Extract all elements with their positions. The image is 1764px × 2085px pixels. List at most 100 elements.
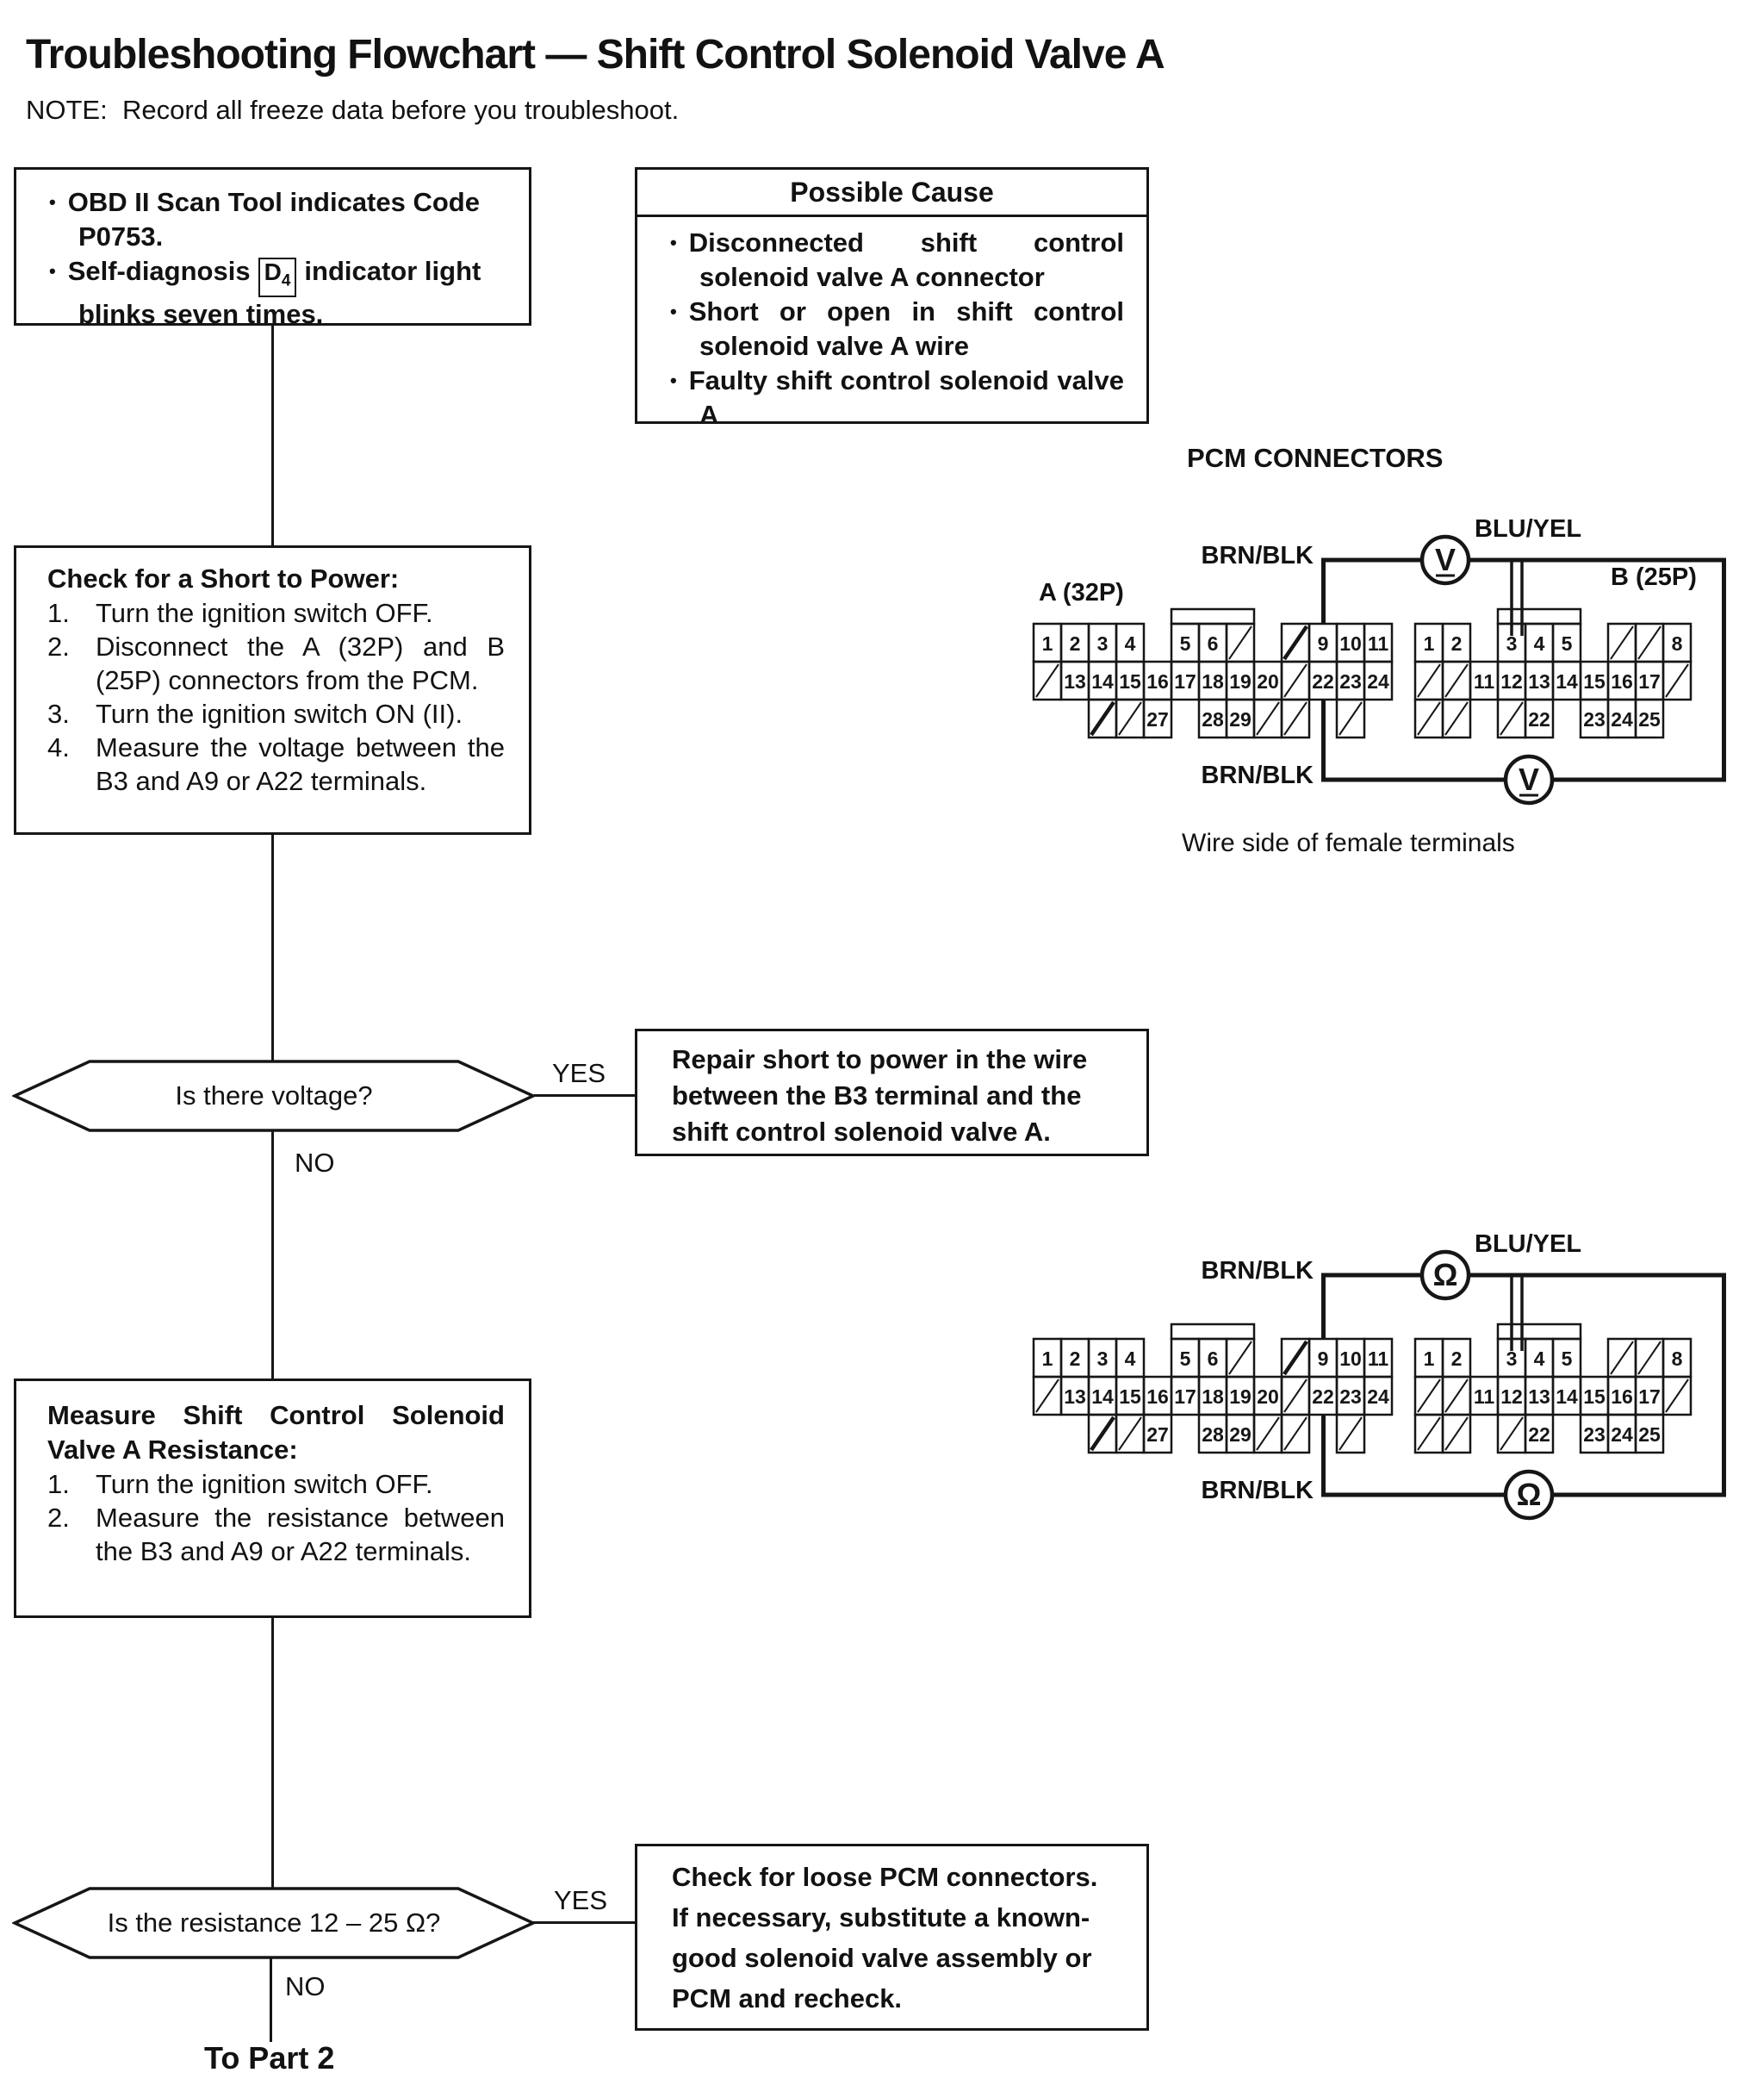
connector-b-pin-cell [1441, 1337, 1472, 1379]
connector-b-pin-cell [1606, 1413, 1637, 1454]
no-pin-hatch-icon [1283, 1340, 1308, 1376]
connector-a-pin-cell [1307, 622, 1339, 663]
check-short-step: 1.Turn the ignition switch OFF. [47, 598, 433, 628]
no-pin-hatch-icon [1118, 1416, 1142, 1451]
connector-b-pin-number: 12 [1500, 670, 1523, 693]
connector-a-pin-number: 29 [1229, 708, 1252, 731]
connector-b-pin-cell [1469, 660, 1500, 701]
check-short-step: 4.Measure the voltage between the B3 and… [47, 732, 505, 796]
measure-resistance-box: Measure Shift Control Solenoid Valve A R… [14, 1379, 531, 1618]
possible-cause-item: •Faulty shift control solenoid valve A [670, 365, 1124, 424]
connector-b-pin-cell [1551, 1375, 1582, 1416]
connector-b-pin-cell [1606, 1337, 1637, 1379]
symptom-item: •OBD II Scan Tool indicates Code P0753. [49, 187, 480, 252]
wire-label-blu-yel-2: BLU/YEL [1475, 1230, 1582, 1258]
connector-a-pin-cell [1280, 1337, 1311, 1379]
flow-line-yes2 [531, 1921, 636, 1924]
connector-b-pin-number: 12 [1500, 1385, 1523, 1408]
connector-a-pin-number: 13 [1064, 1385, 1086, 1408]
connector-b-pin-cell [1579, 698, 1610, 739]
connector-a-pin-cell [1225, 1413, 1256, 1454]
connector-a-pin-cell [1335, 698, 1366, 739]
connector-a-pin-number: 10 [1339, 1347, 1362, 1370]
meter-symbol: V [1435, 542, 1456, 577]
no-pin-hatch-icon [1500, 701, 1524, 736]
connector-b-pin-cell [1496, 1413, 1527, 1454]
connector-b-pin-cell [1524, 622, 1555, 663]
connector-a-pin-cell [1142, 1413, 1173, 1454]
d4-indicator-badge: D4 [258, 258, 297, 297]
no-pin-hatch-icon [1637, 626, 1662, 660]
possible-cause-item: •Short or open in shift control solenoid… [670, 296, 1124, 361]
connector-a-pin-cell [1032, 1375, 1063, 1416]
connector-a-pin-cell [1363, 1375, 1394, 1416]
flow-line-decision2-to-part2 [270, 1957, 272, 2042]
connector-a-pin-cell [1280, 1413, 1311, 1454]
no-pin-hatch-icon [1339, 1416, 1363, 1451]
connector-a-pin-cell [1252, 1413, 1283, 1454]
connector-b-pin-number: 5 [1562, 1347, 1573, 1370]
connector-a-pin-number: 3 [1097, 1347, 1109, 1370]
no-pin-hatch-icon [1283, 1379, 1307, 1413]
connector-a-pin-cell [1225, 622, 1256, 663]
no-pin-hatch-icon [1500, 1416, 1524, 1451]
flow-line-start-to-check [271, 326, 274, 547]
connector-a-pin-cell [1142, 698, 1173, 739]
decision2-question: Is the resistance 12 – 25 Ω? [107, 1908, 441, 1938]
bullet-icon: • [670, 232, 677, 253]
decision1-hexagon [12, 1060, 536, 1132]
connector-a-pin-cell [1087, 660, 1118, 701]
connector-a-pin-number: 10 [1339, 632, 1362, 655]
connector-b-pin-number: 4 [1534, 1347, 1545, 1370]
wire-label-brn-blk-top-2: BRN/BLK [1201, 1257, 1314, 1285]
check-short-step: 3.Turn the ignition switch ON (II). [47, 699, 463, 729]
no-pin-hatch-icon [1610, 1341, 1634, 1375]
connector-b-pin-cell [1413, 622, 1444, 663]
no-pin-hatch-icon [1417, 701, 1441, 736]
connector-a-pin-number: 28 [1202, 708, 1224, 731]
connector-a-pin-cell [1335, 660, 1366, 701]
connector-b-pin-number: 14 [1556, 670, 1578, 693]
connector-a-pin-cell [1087, 1337, 1118, 1379]
no-pin-hatch-icon [1637, 1341, 1662, 1375]
connector-a-pin-number: 15 [1119, 670, 1141, 693]
decision2-yes-label: YES [554, 1885, 608, 1915]
connector-b-pin-cell [1413, 1413, 1444, 1454]
check-short-box: Check for a Short to Power: 1.Turn the i… [14, 545, 531, 835]
connector-a-pin-number: 18 [1202, 670, 1224, 693]
wire-label-blu-yel-1: BLU/YEL [1475, 515, 1582, 543]
connector-a-pin-number: 19 [1229, 670, 1252, 693]
connector-b-tab [1496, 607, 1582, 626]
connector-b-pin-cell [1551, 622, 1582, 663]
connector-a-pin-number: 23 [1339, 1385, 1362, 1408]
connector-b-pin-number: 14 [1556, 1385, 1578, 1408]
connector-a-pin-number: 2 [1070, 632, 1081, 655]
connector-b-pin-cell [1413, 698, 1444, 739]
connector-b-pin-cell [1496, 1375, 1527, 1416]
no-pin-hatch-icon [1118, 701, 1142, 736]
connector-a-pin-number: 6 [1208, 632, 1219, 655]
connector-a-pin-number: 24 [1367, 670, 1389, 693]
connector-a-pin-number: 1 [1042, 632, 1053, 655]
connector-a-pin-cell [1197, 622, 1228, 663]
connector-a-pin-cell [1197, 1337, 1228, 1379]
no-pin-hatch-icon [1035, 663, 1059, 698]
connector-a-pin-number: 1 [1042, 1347, 1053, 1370]
no-pin-hatch-icon [1090, 1416, 1115, 1452]
connector-a-pin-number: 28 [1202, 1423, 1224, 1446]
connector-b-pin-cell [1469, 1375, 1500, 1416]
flow-line-yes1 [534, 1094, 636, 1097]
connector-b-pin-number: 15 [1583, 670, 1606, 693]
connector-a-pin-cell [1115, 1375, 1146, 1416]
no-pin-hatch-icon [1283, 663, 1307, 698]
connector-b-pin-cell [1579, 660, 1610, 701]
connector-a-pin-number: 9 [1318, 1347, 1329, 1370]
no-pin-hatch-icon [1444, 663, 1469, 698]
meter-circle-icon [1419, 1249, 1471, 1301]
bullet-icon: • [670, 370, 677, 391]
connector-a-tab [1170, 1323, 1256, 1341]
note-text: NOTE: Record all freeze data before you … [26, 95, 680, 125]
connector-b-pin-number: 11 [1474, 1385, 1495, 1408]
